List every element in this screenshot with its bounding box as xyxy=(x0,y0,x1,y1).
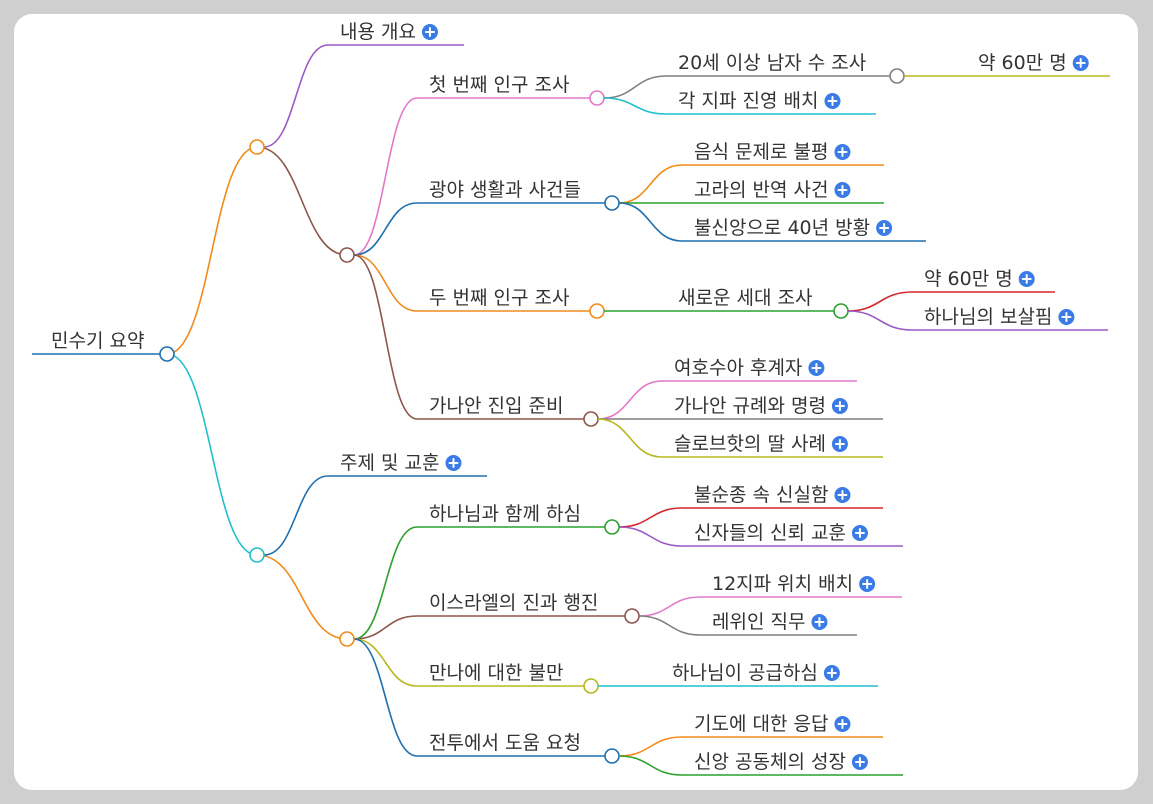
connector-b_census1 xyxy=(353,97,418,256)
node-label-h2[interactable]: 신자들의 신뢰 교훈 xyxy=(694,522,846,544)
connector-i1 xyxy=(638,596,701,617)
node-label-b_canaan[interactable]: 가나안 진입 준비 xyxy=(429,395,563,417)
connector-w3 xyxy=(618,202,683,242)
connector-c1 xyxy=(603,75,667,99)
knot-root[interactable] xyxy=(159,346,175,362)
plus-circle-icon[interactable] xyxy=(1058,309,1075,325)
node-label-i2[interactable]: 레위인 직무 xyxy=(712,611,805,633)
knot-b_theme_group[interactable] xyxy=(249,547,265,563)
connector-b_camp xyxy=(353,615,418,640)
connector-theme-lessons xyxy=(256,554,348,640)
knot-b_branch[interactable] xyxy=(339,247,355,263)
knot-c1[interactable] xyxy=(889,68,905,84)
root-label: 민수기 요약 xyxy=(51,330,144,352)
connector-w1 xyxy=(618,164,683,204)
plus-circle-icon[interactable] xyxy=(834,487,851,503)
node-label-m1[interactable]: 하나님이 공급하심 xyxy=(672,662,818,684)
plus-circle-icon[interactable] xyxy=(851,754,868,770)
knot-b_canaan[interactable] xyxy=(583,411,599,427)
connector-n1a xyxy=(847,291,913,312)
connector-i2 xyxy=(638,615,701,636)
plus-circle-icon[interactable] xyxy=(834,182,851,198)
node-label-c1[interactable]: 20세 이상 남자 수 조사 xyxy=(678,52,866,74)
plus-circle-icon[interactable] xyxy=(851,525,868,541)
knot-n1[interactable] xyxy=(833,303,849,319)
knot-b_content[interactable] xyxy=(249,139,265,155)
knot-b_battle[interactable] xyxy=(604,748,620,764)
node-label-b_census1[interactable]: 첫 번째 인구 조사 xyxy=(429,74,569,96)
knot-b_wild[interactable] xyxy=(604,195,620,211)
node-label-c2[interactable]: 각 지파 진영 배치 xyxy=(678,90,818,112)
plus-circle-icon[interactable] xyxy=(808,360,825,376)
knot-b_manna[interactable] xyxy=(583,678,599,694)
connector-b_census2 xyxy=(353,254,418,312)
plus-circle-icon[interactable] xyxy=(1018,271,1035,287)
plus-circle-icon[interactable] xyxy=(445,455,462,471)
plus-circle-icon[interactable] xyxy=(834,716,851,732)
connector-n1b xyxy=(847,310,913,331)
node-label-n1[interactable]: 새로운 세대 조사 xyxy=(678,287,812,309)
knot-b_camp[interactable] xyxy=(624,608,640,624)
node-label-p2[interactable]: 신앙 공동체의 성장 xyxy=(694,751,846,773)
connector-b_theme xyxy=(263,475,329,556)
plus-circle-icon[interactable] xyxy=(834,144,851,160)
node-label-p1[interactable]: 기도에 대한 응답 xyxy=(694,713,828,735)
connector-p1 xyxy=(618,736,683,757)
node-label-i1[interactable]: 12지파 위치 배치 xyxy=(712,573,853,595)
connector-k3 xyxy=(597,418,663,458)
plus-circle-icon[interactable] xyxy=(859,576,876,592)
connector-b_manna xyxy=(353,638,418,687)
knot-b_lessons[interactable] xyxy=(339,631,355,647)
node-label-b_with[interactable]: 하나님과 함께 하심 xyxy=(429,503,581,525)
node-label-w1[interactable]: 음식 문제로 불평 xyxy=(694,141,828,163)
node-label-n1b[interactable]: 하나님의 보살핌 xyxy=(924,306,1052,328)
connector-k1 xyxy=(597,380,663,420)
connector-root-content xyxy=(166,146,258,355)
node-label-b_manna[interactable]: 만나에 대한 불만 xyxy=(429,662,563,684)
plus-circle-icon[interactable] xyxy=(831,436,848,452)
knot-b_with[interactable] xyxy=(604,519,620,535)
plus-circle-icon[interactable] xyxy=(876,220,893,236)
connector-b_wild xyxy=(353,202,418,256)
node-label-w2[interactable]: 고라의 반역 사건 xyxy=(694,179,828,201)
node-label-b_battle[interactable]: 전투에서 도움 요청 xyxy=(429,732,581,754)
node-label-k2[interactable]: 가나안 규례와 명령 xyxy=(674,395,826,417)
connector-b_battle xyxy=(353,638,418,757)
node-label-b_theme[interactable]: 주제 및 교훈 xyxy=(340,452,439,474)
node-label-n1a[interactable]: 약 60만 명 xyxy=(924,268,1013,290)
node-label-b_overview[interactable]: 내용 개요 xyxy=(340,21,416,43)
node-label-k1[interactable]: 여호수아 후계자 xyxy=(674,357,802,379)
node-label-b_wild[interactable]: 광야 생활과 사건들 xyxy=(429,179,581,201)
node-label-b_census2[interactable]: 두 번째 인구 조사 xyxy=(429,287,569,309)
connector-p2 xyxy=(618,755,683,776)
knot-b_census2[interactable] xyxy=(589,303,605,319)
plus-circle-icon[interactable] xyxy=(811,614,828,630)
connector-root-theme xyxy=(166,353,258,556)
node-label-h1[interactable]: 불순종 속 신실함 xyxy=(694,484,828,506)
knot-b_census1[interactable] xyxy=(589,90,605,106)
plus-circle-icon[interactable] xyxy=(824,93,841,109)
connector-content-branches xyxy=(256,146,348,256)
node-label-b_camp[interactable]: 이스라엘의 진과 행진 xyxy=(429,592,598,614)
connector-h2 xyxy=(618,526,683,547)
connector-c2 xyxy=(603,97,667,115)
connector-h1 xyxy=(618,507,683,528)
node-label-c1a[interactable]: 약 60만 명 xyxy=(978,52,1067,74)
plus-circle-icon[interactable] xyxy=(823,665,840,681)
connector-b_canaan xyxy=(353,254,418,420)
plus-circle-icon[interactable] xyxy=(421,24,438,40)
plus-circle-icon[interactable] xyxy=(1072,55,1089,71)
node-label-k3[interactable]: 슬로브핫의 딸 사례 xyxy=(674,433,826,455)
node-label-w3[interactable]: 불신앙으로 40년 방황 xyxy=(694,217,870,239)
plus-circle-icon[interactable] xyxy=(831,398,848,414)
connector-b_overview xyxy=(263,44,329,148)
connector-b_with xyxy=(353,526,418,640)
